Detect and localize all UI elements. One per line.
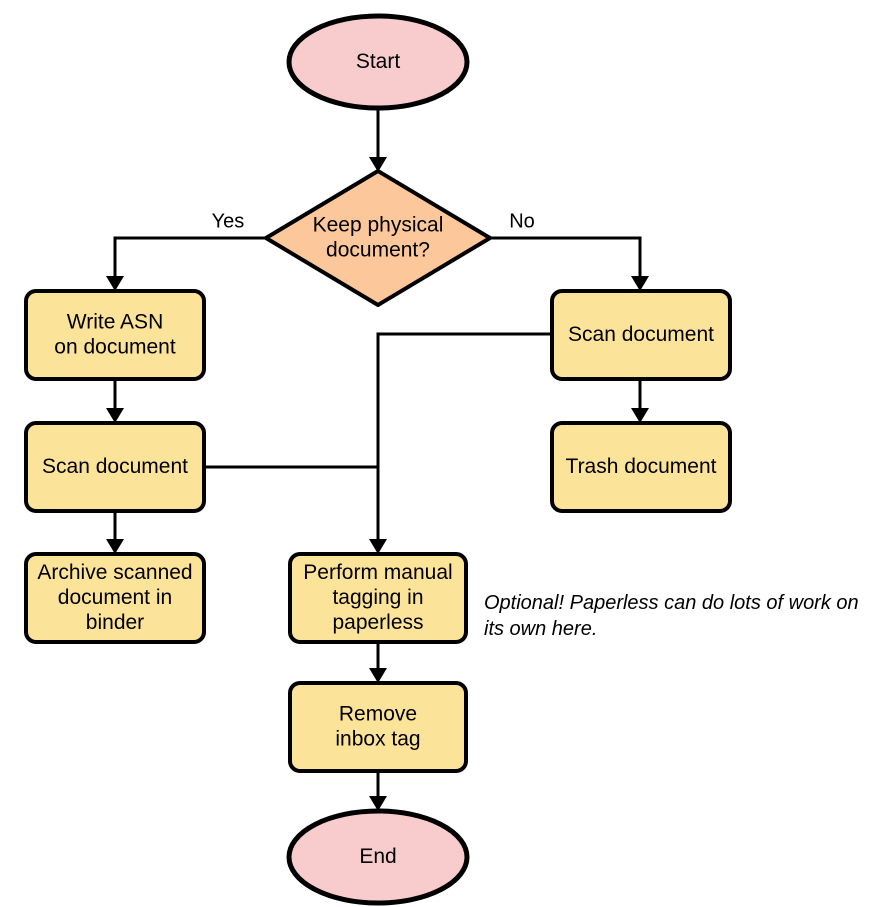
node-shape-rounded-rect[interactable]: [550, 421, 732, 513]
edge-decision-yes-to-write-asn: Yes: [106, 210, 266, 291]
edge-arrowhead: [106, 539, 124, 554]
edge-manual-tagging-to-remove-inbox: [369, 642, 387, 683]
node-label: Trash document: [566, 455, 717, 478]
edge-scan-right-to-trash: [631, 379, 649, 423]
node-shape-ellipse[interactable]: [286, 808, 470, 906]
node-label: Start: [356, 50, 401, 73]
edge-arrowhead: [631, 408, 649, 423]
edge-arrowhead: [369, 796, 387, 811]
edge-arrowhead: [369, 668, 387, 683]
edge-line: [490, 236, 642, 284]
node-label: Scan document: [568, 323, 714, 346]
node-shape-ellipse[interactable]: [286, 13, 470, 111]
edge-label-no: No: [509, 210, 535, 232]
node-end[interactable]: End: [286, 808, 470, 906]
edge-arrowhead: [369, 157, 387, 172]
node-label: End: [359, 845, 396, 868]
edge-line: [376, 332, 552, 547]
edge-arrowhead: [631, 276, 649, 291]
annotation-optional-note: Optional! Paperless can do lots of work …: [484, 592, 859, 640]
node-shape-diamond[interactable]: [264, 169, 492, 307]
node-shape-rounded-rect[interactable]: [288, 681, 468, 773]
edge-write-asn-to-scan-left: [106, 379, 124, 423]
node-shape-rounded-rect[interactable]: [550, 289, 732, 381]
edge-line: [113, 236, 266, 284]
annotations-layer: Optional! Paperless can do lots of work …: [484, 592, 859, 640]
edge-scan-right-to-manual-tagging: [369, 332, 552, 554]
node-start[interactable]: Start: [286, 13, 470, 111]
edge-label-yes: Yes: [212, 210, 245, 232]
edge-arrowhead: [106, 276, 124, 291]
edge-decision-no-to-scan-right: No: [490, 210, 649, 291]
node-scan-document-right[interactable]: Scan document: [550, 289, 732, 381]
edge-remove-inbox-to-end: [369, 771, 387, 811]
node-shape-rounded-rect[interactable]: [288, 552, 468, 644]
node-shape-rounded-rect[interactable]: [24, 289, 206, 381]
edge-arrowhead: [106, 408, 124, 423]
node-label: Scan document: [42, 455, 188, 478]
node-shape-rounded-rect[interactable]: [24, 421, 206, 513]
edge-arrowhead: [369, 539, 387, 554]
edge-start-to-decision: [369, 108, 387, 172]
node-scan-document-left[interactable]: Scan document: [24, 421, 206, 513]
node-trash-document[interactable]: Trash document: [550, 421, 732, 513]
node-shape-rounded-rect[interactable]: [24, 552, 206, 644]
edge-scan-left-to-archive: [106, 511, 124, 554]
edges-layer: Yes No: [106, 108, 649, 811]
